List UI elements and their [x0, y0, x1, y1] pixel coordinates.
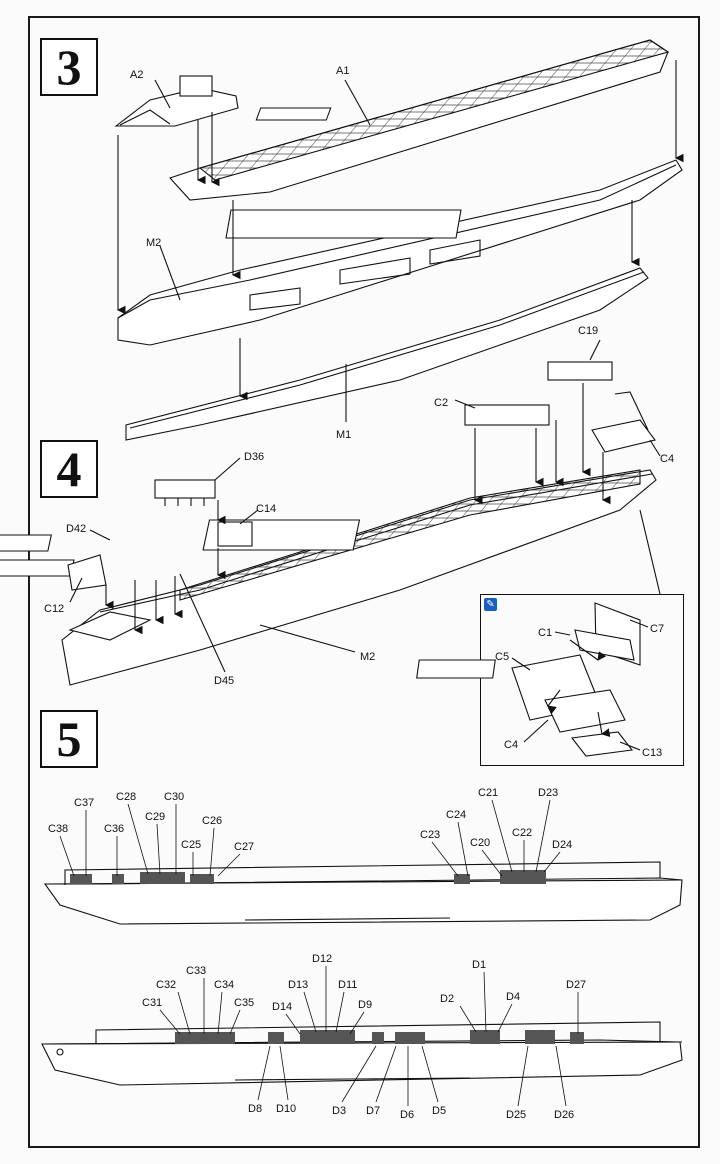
- label-d24: D24: [552, 839, 572, 851]
- label-d2: D2: [440, 993, 454, 1005]
- part-d36: [154, 479, 216, 499]
- label-d42: D42: [66, 523, 86, 535]
- part-c14: [217, 521, 253, 547]
- part-d42: [0, 534, 52, 552]
- label-m1: M1: [336, 429, 351, 441]
- label-d36: D36: [244, 451, 264, 463]
- step-4-badge: 4: [40, 440, 98, 498]
- assembled-hull: [61, 469, 657, 686]
- label-c34: C34: [214, 979, 234, 991]
- label-c32: C32: [156, 979, 176, 991]
- label-c33: C33: [186, 965, 206, 977]
- label-c19: C19: [578, 325, 598, 337]
- label-c27: C27: [234, 841, 254, 853]
- part-c4-top: [591, 419, 656, 453]
- label-c4-inset: C4: [504, 739, 518, 751]
- label-d27: D27: [566, 979, 586, 991]
- label-c35: C35: [234, 997, 254, 1009]
- label-c38: C38: [48, 823, 68, 835]
- label-c31: C31: [142, 997, 162, 1009]
- label-d21: C21: [478, 787, 498, 799]
- side-view-upper-leaders: [59, 799, 561, 877]
- tool-icon: ✎: [484, 598, 497, 611]
- label-c24: C24: [446, 809, 466, 821]
- step-3-badge: 3: [40, 38, 98, 96]
- detail-inset-box: [480, 594, 684, 766]
- part-a2-bow-deck: [114, 87, 239, 127]
- label-a1: A1: [336, 65, 349, 77]
- label-d11: D11: [338, 979, 357, 991]
- label-m2-step4: M2: [360, 651, 375, 663]
- label-c28: C28: [116, 791, 136, 803]
- label-c30: C30: [164, 791, 184, 803]
- label-c20: C20: [470, 837, 490, 849]
- label-d6: D6: [400, 1109, 414, 1121]
- label-c7: C7: [650, 623, 664, 635]
- label-d14: D14: [272, 1001, 292, 1013]
- label-m2: M2: [146, 237, 161, 249]
- label-c12: C12: [44, 603, 64, 615]
- part-m2-upper-hull: [117, 159, 683, 346]
- label-d4: D4: [506, 991, 520, 1003]
- inset-illustration: [416, 602, 649, 757]
- part-m1-lower-hull: [125, 267, 649, 441]
- label-d22: C22: [512, 827, 532, 839]
- label-d13: D13: [288, 979, 308, 991]
- step-3-illustration: [114, 39, 684, 441]
- label-c23: C23: [420, 829, 440, 841]
- label-d26: D26: [554, 1109, 574, 1121]
- page-frame: [28, 16, 700, 1148]
- side-view-upper-labels: C38 C37 C36 C28 C29 C30 C25 C26 C27 C23 …: [48, 787, 572, 853]
- label-c4-top: C4: [660, 453, 674, 465]
- label-c26: C26: [202, 815, 222, 827]
- label-d3: D3: [332, 1105, 346, 1117]
- label-d23: D23: [538, 787, 558, 799]
- side-view-lower-leaders: [159, 966, 579, 1107]
- label-d45: D45: [214, 675, 234, 687]
- label-c29: C29: [145, 811, 165, 823]
- label-c1: C1: [538, 627, 552, 639]
- side-view-lower-labels: C31 C32 C33 C34 C35 D14 D13 D12 D11 D9 D…: [142, 953, 586, 1121]
- step-5-badge: 5: [40, 710, 98, 768]
- part-c2: [464, 404, 550, 426]
- side-view-port: [41, 1021, 683, 1086]
- label-d8: D8: [248, 1103, 262, 1115]
- label-d9: D9: [358, 999, 372, 1011]
- label-d10: D10: [276, 1103, 296, 1115]
- label-d25: D25: [506, 1109, 526, 1121]
- label-c2: C2: [434, 397, 448, 409]
- label-d5: D5: [432, 1105, 446, 1117]
- part-c19: [547, 361, 613, 381]
- step-4-illustration: [0, 339, 661, 686]
- label-d12: D12: [312, 953, 332, 965]
- label-c14: C14: [256, 503, 276, 515]
- label-c25: C25: [181, 839, 201, 851]
- side-view-starboard: [43, 861, 683, 925]
- label-a2: A2: [130, 69, 143, 81]
- label-c37: C37: [74, 797, 94, 809]
- label-d1: D1: [472, 959, 486, 971]
- label-c36: C36: [104, 823, 124, 835]
- label-c5: C5: [495, 651, 509, 663]
- label-c13: C13: [642, 747, 662, 759]
- part-d45: [0, 559, 75, 577]
- label-d7: D7: [366, 1105, 380, 1117]
